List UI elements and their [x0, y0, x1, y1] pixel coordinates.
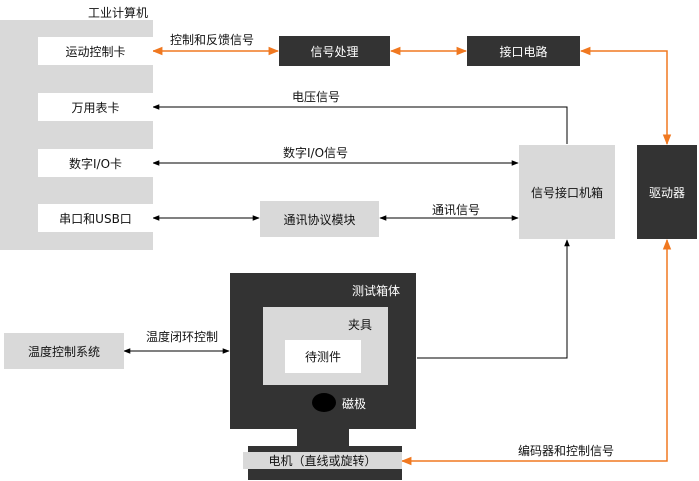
motor-label: 电机（直线或旋转） — [243, 452, 402, 469]
card-multimeter: 万用表卡 — [38, 93, 153, 121]
edge-voltage-signal — [152, 104, 568, 144]
label-control-feedback: 控制和反馈信号 — [170, 33, 255, 47]
motor-stem — [297, 428, 349, 446]
label-encoder-control: 编码器和控制信号 — [518, 444, 615, 458]
edge-testbox-interface — [417, 239, 570, 359]
label-comm-signal: 通讯信号 — [432, 203, 481, 217]
label-voltage-signal: 电压信号 — [292, 90, 341, 104]
dut-block: 待测件 — [285, 340, 361, 373]
fixture-label: 夹具 — [348, 318, 373, 332]
label-digital-io-signal: 数字I/O信号 — [283, 146, 349, 160]
signal-interface-box: 信号接口机箱 — [519, 145, 615, 239]
edge-interface-driver — [579, 46, 672, 146]
interface-circuit-block: 接口电路 — [467, 36, 580, 66]
temperature-control-block: 温度控制系统 — [4, 333, 124, 369]
computer-title: 工业计算机 — [88, 6, 149, 20]
magnet-icon — [312, 393, 336, 412]
protocol-module-block: 通讯协议模块 — [260, 201, 379, 237]
magnet-label: 磁极 — [342, 397, 367, 411]
card-digital-io: 数字I/O卡 — [38, 149, 153, 177]
edge-encoder-control — [400, 238, 672, 466]
label-temp-closed-loop: 温度闭环控制 — [146, 330, 219, 344]
test-box-title: 测试箱体 — [352, 284, 401, 298]
card-serial-usb: 串口和USB口 — [38, 204, 153, 232]
signal-processing-block: 信号处理 — [279, 36, 390, 66]
card-motion-control: 运动控制卡 — [38, 37, 153, 65]
driver-block: 驱动器 — [637, 145, 697, 239]
